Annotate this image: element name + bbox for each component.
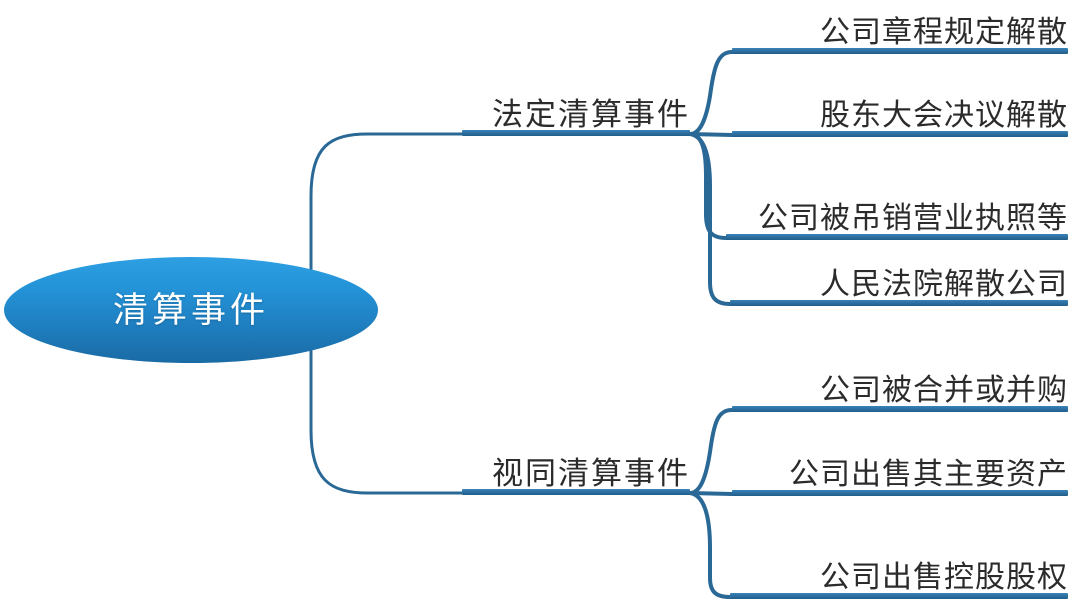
connector-branch-2-to-leaf-3 xyxy=(688,491,732,599)
leaf-node-sale-of-controlling-equity[interactable]: 公司出售控股股权 xyxy=(730,555,1068,599)
leaf-node-bar xyxy=(730,300,1068,306)
leaf-node-label: 公司出售控股股权 xyxy=(820,561,1068,594)
leaf-node-label: 公司被吊销营业执照等 xyxy=(758,202,1068,235)
connector-branch-1-to-leaf-3 xyxy=(688,132,728,240)
root-node[interactable]: 清算事件 xyxy=(4,257,378,363)
leaf-node-label: 公司章程规定解散 xyxy=(820,16,1068,49)
leaf-node-bar xyxy=(730,593,1068,599)
root-node-label: 清算事件 xyxy=(112,290,269,330)
connector-branch-2-to-leaf-1 xyxy=(688,408,734,495)
leaf-node-court-dissolution[interactable]: 人民法院解散公司 xyxy=(730,262,1068,306)
leaf-node-label: 人民法院解散公司 xyxy=(820,268,1068,301)
branch-node-deemed-liquidation[interactable]: 视同清算事件 xyxy=(462,455,690,495)
leaf-node-label: 公司出售其主要资产 xyxy=(789,458,1068,491)
connector-root-to-branch-2 xyxy=(309,328,466,495)
leaf-node-shareholders-resolution[interactable]: 股东大会决议解散 xyxy=(732,93,1068,137)
connector-branch-1-to-leaf-2 xyxy=(688,132,734,137)
leaf-node-bar xyxy=(732,490,1068,496)
leaf-node-bar xyxy=(732,131,1068,137)
leaf-node-license-revoked[interactable]: 公司被吊销营业执照等 xyxy=(726,196,1068,240)
leaf-node-bar xyxy=(732,48,1068,54)
branch-node-label: 视同清算事件 xyxy=(492,456,690,491)
branch-node-bar xyxy=(462,130,690,136)
leaf-node-bar xyxy=(726,234,1068,240)
leaf-node-label: 公司被合并或并购 xyxy=(820,374,1068,407)
leaf-node-articles-dissolution[interactable]: 公司章程规定解散 xyxy=(732,10,1068,54)
branch-node-label: 法定清算事件 xyxy=(492,97,690,132)
branch-node-bar xyxy=(462,489,690,495)
connector-branch-1-to-leaf-4 xyxy=(688,132,732,306)
connector-branch-2-to-leaf-2 xyxy=(688,491,734,496)
branch-node-legal-liquidation[interactable]: 法定清算事件 xyxy=(462,96,690,136)
connector-branch-1-to-leaf-1 xyxy=(688,50,734,136)
leaf-node-label: 股东大会决议解散 xyxy=(820,99,1068,132)
leaf-node-sale-of-major-assets[interactable]: 公司出售其主要资产 xyxy=(732,452,1068,496)
leaf-node-merger-acquisition[interactable]: 公司被合并或并购 xyxy=(732,368,1068,412)
leaf-node-bar xyxy=(732,406,1068,412)
